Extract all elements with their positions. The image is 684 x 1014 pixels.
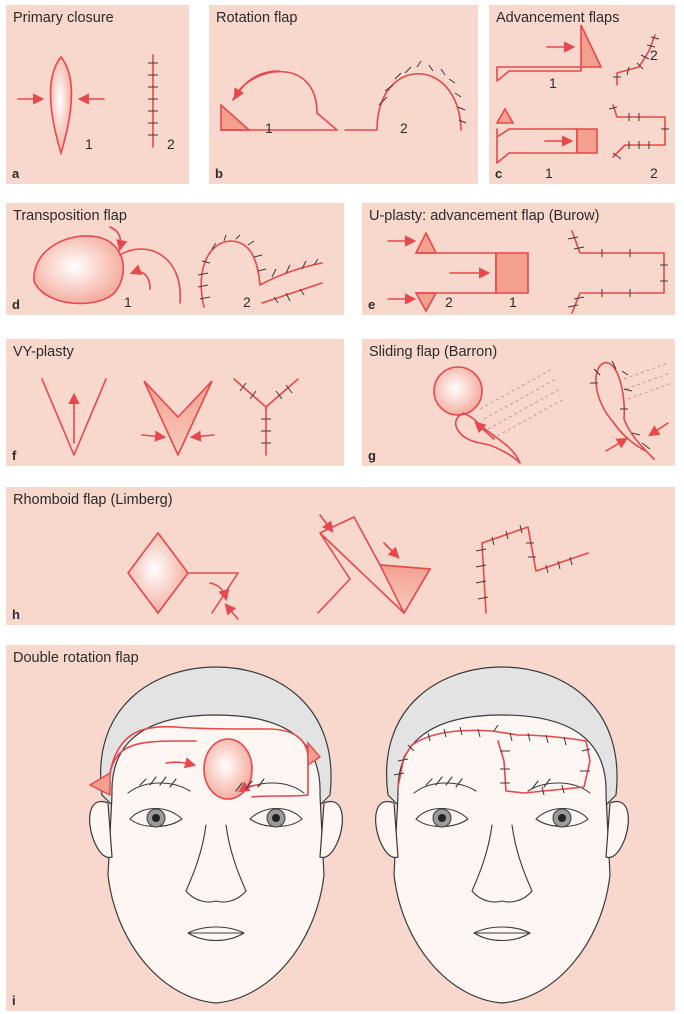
face-after xyxy=(376,667,629,1003)
panel-letter: c xyxy=(495,166,502,181)
face-before xyxy=(90,667,343,1003)
rotation-flap-illustration xyxy=(209,5,478,184)
step-number: 2 xyxy=(243,294,251,310)
panel-letter: b xyxy=(215,166,223,181)
u-plasty-illustration xyxy=(362,203,675,315)
step-number: 1 xyxy=(545,165,553,181)
rhomboid-flap-illustration xyxy=(6,487,675,625)
step-number: 1 xyxy=(124,294,132,310)
primary-closure-illustration xyxy=(6,5,189,184)
step-number: 1 xyxy=(509,294,517,310)
step-number: 1 xyxy=(265,120,273,136)
panel-letter: g xyxy=(368,448,376,463)
step-number: 2 xyxy=(167,136,175,152)
panel-letter: h xyxy=(12,607,20,622)
panel-primary-closure: Primary closure 1 2 a xyxy=(6,5,189,184)
panel-rhomboid-flap: Rhomboid flap (Limberg) h xyxy=(6,487,675,625)
panel-sliding-flap: Sliding flap (Barron) g xyxy=(362,339,675,466)
panel-transposition-flap: Transposition flap 1 2 d xyxy=(6,203,344,315)
vy-plasty-illustration xyxy=(6,339,344,466)
panel-letter: e xyxy=(368,297,375,312)
panel-letter: a xyxy=(12,166,19,181)
panel-double-rotation-flap: Double rotation flap xyxy=(6,645,675,1011)
panel-letter: i xyxy=(12,993,16,1008)
panel-advancement-flaps: Advancement flaps 1 2 1 2 c xyxy=(489,5,675,184)
double-rotation-flap-illustration xyxy=(6,645,675,1011)
panel-vy-plasty: VY-plasty f xyxy=(6,339,344,466)
panel-rotation-flap: Rotation flap 1 2 b xyxy=(209,5,478,184)
advancement-flaps-illustration xyxy=(489,5,675,184)
panel-letter: d xyxy=(12,297,20,312)
panel-u-plasty: U-plasty: advancement flap (Burow) 2 1 e xyxy=(362,203,675,315)
panel-letter: f xyxy=(12,448,16,463)
step-number: 2 xyxy=(650,47,658,63)
step-number: 2 xyxy=(400,120,408,136)
sliding-flap-illustration xyxy=(362,339,675,466)
step-number: 2 xyxy=(650,165,658,181)
step-number: 1 xyxy=(85,136,93,152)
transposition-flap-illustration xyxy=(6,203,344,315)
step-number: 1 xyxy=(549,75,557,91)
step-number: 2 xyxy=(445,294,453,310)
